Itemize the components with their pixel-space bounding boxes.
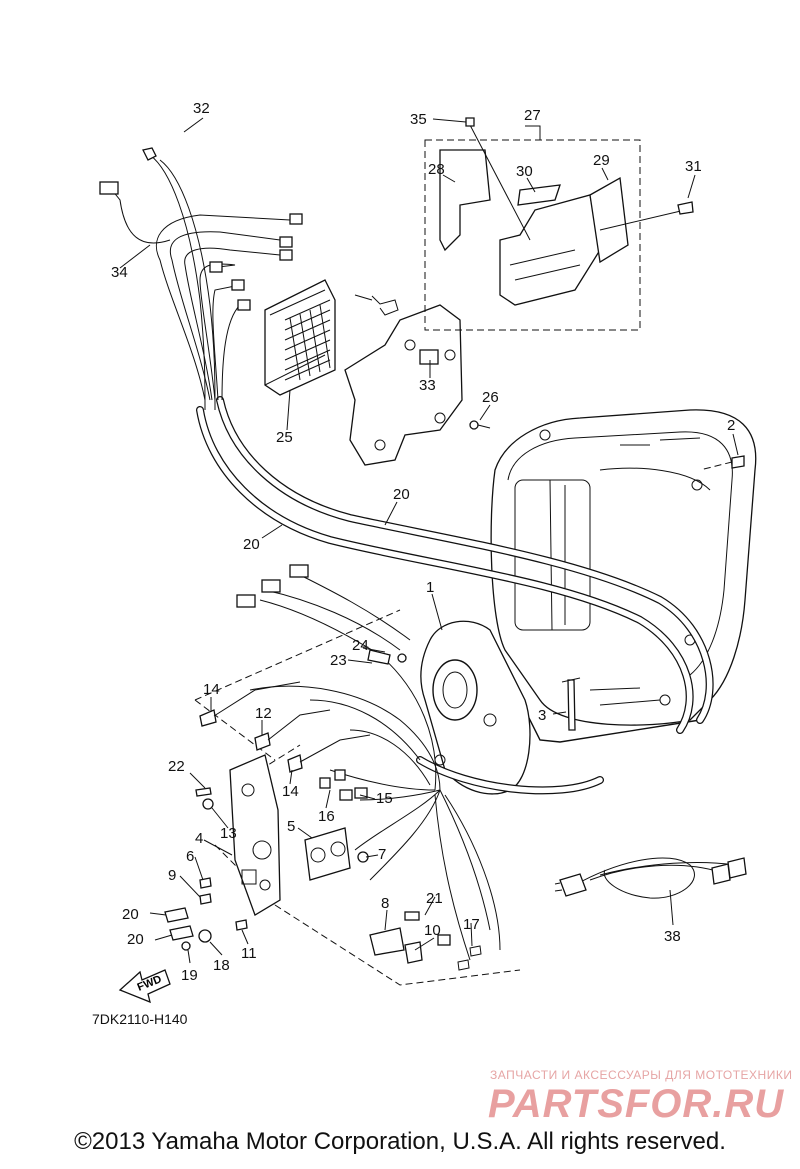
- callout-20b: 20: [127, 931, 144, 948]
- bracket: [344, 294, 491, 466]
- callout-18: 18: [213, 957, 230, 974]
- callout-33: 31: [685, 158, 702, 175]
- callout-36: 34: [111, 264, 128, 281]
- callout-24: 22: [168, 758, 185, 775]
- diagram-ref-code: 7DK2110-H140: [92, 1011, 188, 1027]
- callout-9: 9: [168, 867, 176, 884]
- callout-15: 15: [376, 790, 393, 807]
- callout-37: 35: [410, 111, 427, 128]
- callout-1: 1: [426, 579, 434, 596]
- callout-4: 4: [195, 830, 203, 847]
- callout-35: 33: [419, 377, 436, 394]
- callout-23: 21: [426, 890, 443, 907]
- callout-labels: 32 35 27 28 30 29 31 34 33 26 25 2 20 20…: [111, 100, 735, 984]
- callout-22: 20: [243, 536, 260, 553]
- watermark-logo: PARTSFOR.RU: [488, 1082, 785, 1126]
- callout-25: 23: [330, 652, 347, 669]
- watermark-subtitle: ЗАПЧАСТИ И АКСЕССУАРЫ ДЛЯ МОТОТЕХНИКИ: [490, 1068, 793, 1082]
- callout-10: 10: [424, 922, 441, 939]
- callout-3: 3: [538, 707, 546, 724]
- fwd-arrow: FWD: [118, 969, 171, 1004]
- callout-11: 11: [241, 945, 257, 962]
- callout-7: 7: [378, 846, 386, 863]
- wire-harness-36: [99, 147, 303, 411]
- callout-16: 16: [318, 808, 335, 825]
- cable-21-22: [196, 396, 714, 795]
- callout-2: 2: [727, 417, 735, 434]
- callout-14b: 14: [282, 783, 299, 800]
- callout-13: 13: [220, 825, 237, 842]
- copyright-notice: ©2013 Yamaha Motor Corporation, U.S.A. A…: [74, 1128, 726, 1155]
- generator-housing: [490, 409, 757, 743]
- callout-8: 8: [381, 895, 389, 912]
- callout-32: 30: [516, 163, 533, 180]
- callout-14a: 14: [203, 681, 220, 698]
- callout-12: 12: [255, 705, 272, 722]
- rectifier-27: [264, 279, 336, 396]
- lower-harness: [236, 564, 501, 961]
- callout-21: 20: [393, 486, 410, 503]
- cover-group-29: [424, 117, 694, 331]
- callout-19: 19: [181, 967, 198, 984]
- callout-28: 26: [482, 389, 499, 406]
- callout-31: 29: [593, 152, 610, 169]
- bolts-2-3: [561, 455, 745, 731]
- power-cord-38: [554, 857, 747, 899]
- callout-5: 5: [287, 818, 295, 835]
- callout-34: 32: [193, 100, 210, 117]
- leader-lines: [119, 117, 739, 964]
- callout-29: 27: [524, 107, 541, 124]
- callout-17: 17: [463, 916, 480, 933]
- stator-assembly: [420, 620, 531, 795]
- callout-27: 25: [276, 429, 293, 446]
- control-panel: [164, 609, 521, 986]
- callout-6: 6: [186, 848, 194, 865]
- callout-38: 38: [664, 928, 681, 945]
- callout-20a: 20: [122, 906, 139, 923]
- callout-30: 28: [428, 161, 445, 178]
- callout-26: 24: [352, 637, 369, 654]
